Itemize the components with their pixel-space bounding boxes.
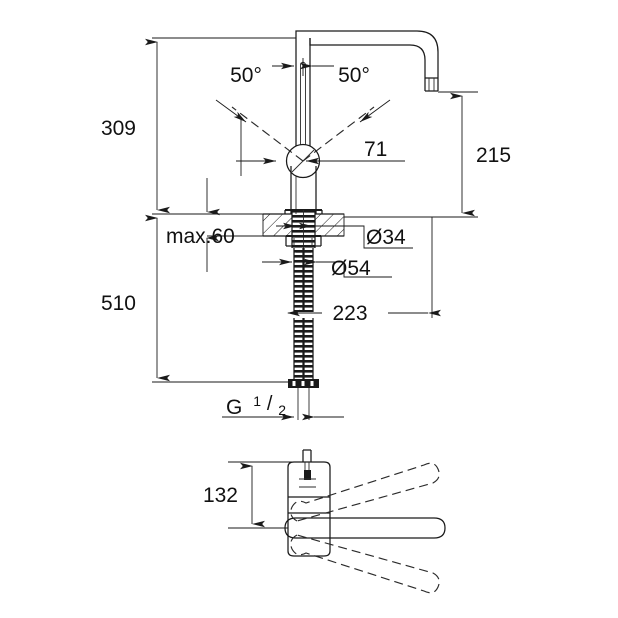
dimension-309: 309 xyxy=(101,37,296,214)
dimension-132: 132 xyxy=(203,461,303,529)
dimension-d34: Ø34 xyxy=(276,222,413,249)
thread-slash: / xyxy=(267,393,273,415)
angle-left-50: 50° xyxy=(215,64,304,162)
dimension-g-half: G 1 / 2 xyxy=(222,388,344,421)
riser-center-reference xyxy=(236,118,276,176)
spout-outline xyxy=(295,30,439,92)
plan-handle-neutral xyxy=(284,517,446,539)
angle-left-50-label: 50° xyxy=(230,64,262,87)
plan-body xyxy=(287,449,331,557)
plan-handle-swing-lower xyxy=(290,534,440,594)
thread-numerator: 1 xyxy=(253,393,261,409)
dimension-132-label: 132 xyxy=(203,484,238,507)
plan-view: 132 xyxy=(203,449,446,594)
front-elevation-view: 309 510 max.60 215 71 xyxy=(101,30,511,421)
dimension-d54-label: Ø54 xyxy=(331,257,371,280)
dimension-max60-label: max.60 xyxy=(166,225,235,248)
dimension-71: 71 xyxy=(306,138,405,165)
dimension-d34-label: Ø34 xyxy=(366,226,406,249)
dimension-510: 510 xyxy=(101,213,288,383)
dimension-71-label: 71 xyxy=(364,138,387,161)
dimension-510-label: 510 xyxy=(101,292,136,315)
body-barrel xyxy=(290,166,317,214)
dimension-max60: max.60 xyxy=(166,178,263,272)
thread-letter: G xyxy=(226,396,242,419)
dimension-223: 223 xyxy=(287,217,441,325)
dimension-215: 215 xyxy=(344,91,511,218)
angle-right-50: 50° xyxy=(302,64,391,162)
g-half-connector xyxy=(288,379,319,420)
supply-hoses-lower xyxy=(293,318,314,380)
dimension-309-label: 309 xyxy=(101,117,136,140)
dimension-d54: Ø54 xyxy=(262,257,392,280)
dimension-215-label: 215 xyxy=(476,144,511,167)
dimension-223-label: 223 xyxy=(332,302,367,325)
angle-right-50-label: 50° xyxy=(338,64,370,87)
thread-denominator: 2 xyxy=(278,402,286,418)
riser-column xyxy=(292,38,314,162)
handle-travel-arrows xyxy=(272,58,334,76)
dimension-g-half-label: G 1 / 2 xyxy=(226,388,286,419)
plan-handle-swing-upper xyxy=(290,462,440,522)
supply-hoses-upper xyxy=(293,248,314,312)
